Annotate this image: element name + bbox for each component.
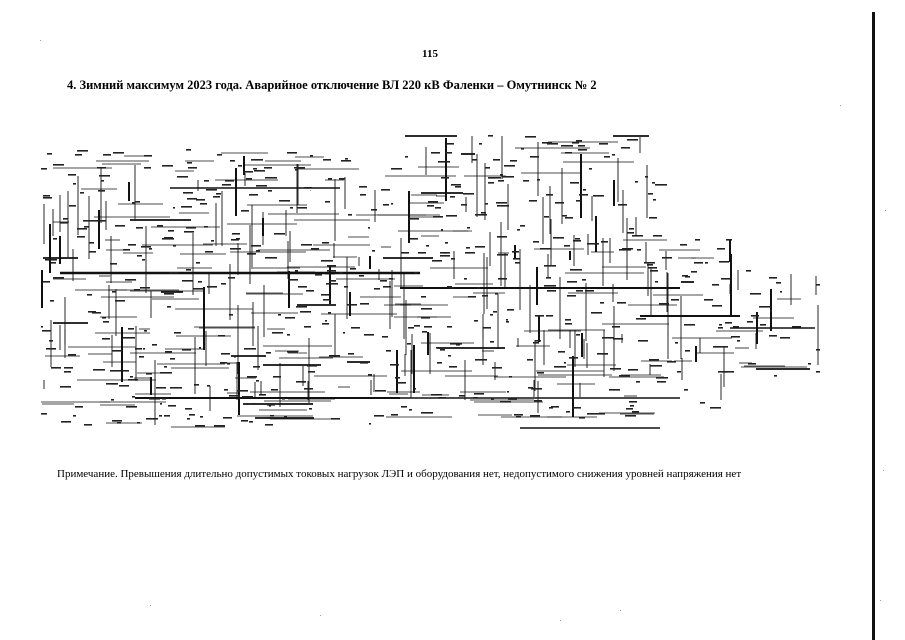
- page-number: 115: [422, 48, 438, 60]
- scan-speck: [620, 610, 621, 611]
- scan-speck: [40, 40, 41, 41]
- scan-speck: [885, 210, 886, 211]
- scan-speck: [880, 600, 881, 601]
- scan-speck: [320, 615, 321, 616]
- scan-speck: [150, 605, 151, 606]
- note-paragraph: Примечание. Превышения длительно допусти…: [57, 468, 742, 480]
- page-title: 4. Зимний максимум 2023 года. Аварийное …: [67, 78, 597, 92]
- page-edge-line: [872, 12, 875, 640]
- scan-speck: [310, 190, 311, 191]
- power-grid-diagram: [41, 135, 820, 429]
- scan-speck: [840, 105, 841, 106]
- scan-speck: [560, 620, 561, 621]
- scan-speck: [883, 470, 884, 471]
